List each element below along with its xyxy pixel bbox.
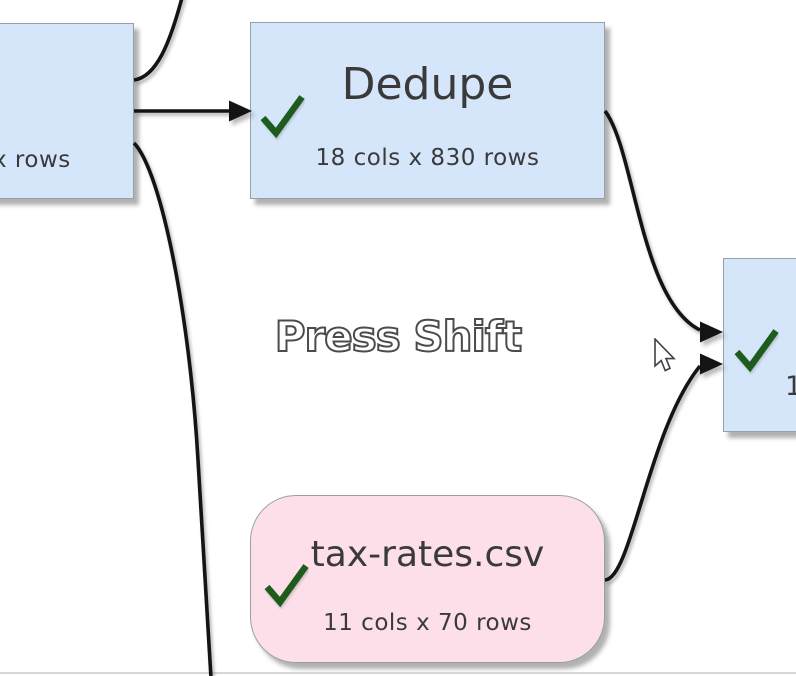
node-downstream[interactable]: 1: [723, 258, 796, 432]
node-title: tax-rates.csv: [310, 534, 545, 575]
connector-upstream-offscreen-bottom[interactable]: [132, 141, 213, 676]
node-subtitle: 1: [785, 371, 796, 402]
check-icon: [264, 564, 309, 608]
connector-taxrates-downstream[interactable]: [604, 364, 702, 582]
node-subtitle: x rows: [0, 147, 71, 173]
check-icon: [734, 329, 779, 373]
arrowhead-icon: [700, 353, 723, 375]
connector-upstream-offscreen-top[interactable]: [133, 0, 184, 82]
node-title: Dedupe: [341, 59, 514, 110]
check-icon: [260, 95, 305, 139]
press-shift-hint: Press Shift: [274, 311, 524, 362]
node-upstream[interactable]: x rows: [0, 23, 134, 199]
node-subtitle: 18 cols x 830 rows: [315, 145, 540, 171]
connector-dedupe-downstream[interactable]: [603, 109, 701, 332]
node-tax-rates-csv[interactable]: tax-rates.csv 11 cols x 70 rows: [250, 495, 605, 663]
node-dedupe[interactable]: Dedupe 18 cols x 830 rows: [250, 22, 605, 199]
arrowhead-icon: [700, 321, 723, 343]
arrow-cursor-icon: [654, 338, 676, 372]
node-subtitle: 11 cols x 70 rows: [323, 610, 532, 636]
pane-divider: [0, 672, 796, 674]
arrowhead-icon: [229, 100, 252, 122]
